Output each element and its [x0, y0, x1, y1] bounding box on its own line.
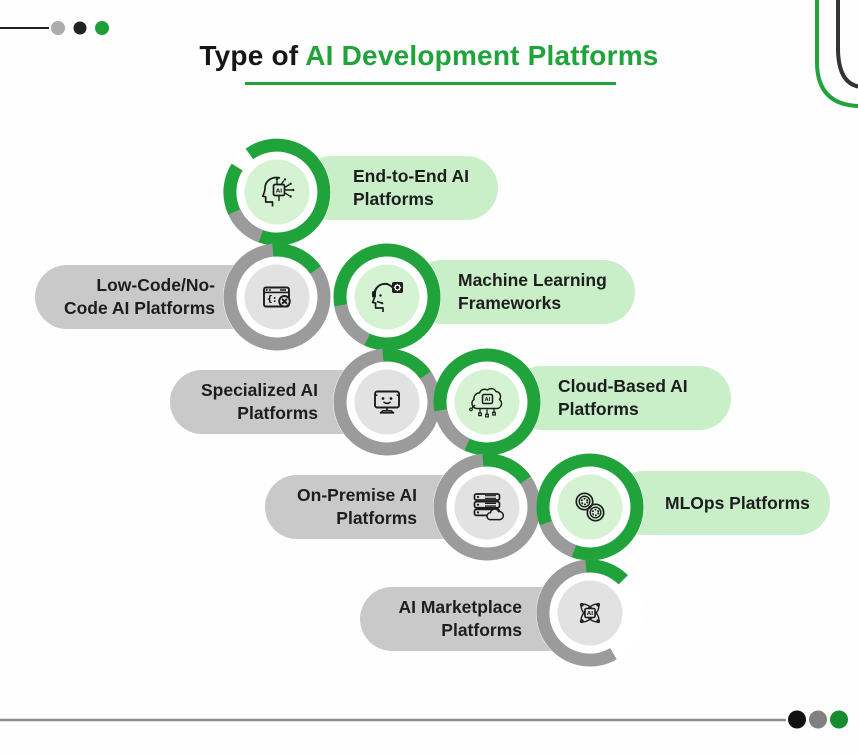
pill-label-line: AI Marketplace [398, 597, 522, 617]
pill-label-line: Platforms [558, 399, 639, 419]
pill-mlops-platforms: MLOps Platforms [612, 471, 830, 535]
ring-connector-segment [539, 520, 577, 558]
svg-text:AI: AI [276, 189, 282, 195]
pill-label-line: Platforms [336, 508, 417, 528]
pill-machine-learning-frameworks: Machine Learning Frameworks [410, 260, 635, 324]
bottom-dots-line [0, 710, 848, 729]
title-highlight: AI Development Platforms [305, 40, 659, 71]
pill-label-line: End-to-End AI [353, 166, 469, 186]
pill-label-line: Cloud-Based AI [558, 376, 688, 396]
pill-label-line: Specialized AI [200, 380, 318, 400]
page-title: Type of AI Development Platforms [0, 40, 858, 72]
ring-connector-segment [228, 208, 264, 243]
pill-label-line: Platforms [353, 189, 434, 209]
pill-end-to-end-ai-platforms: End-to-End AI Platforms [300, 156, 498, 220]
pill-on-premise-ai-platforms: On-Premise AI Platforms [265, 475, 515, 539]
pill-label-line: On-Premise AI [297, 485, 417, 505]
pill-cloud-based-ai-platforms: Cloud-Based AI Platforms [510, 366, 731, 430]
ring-connector-segment [434, 408, 471, 451]
title-underline [245, 82, 616, 85]
head-gear-icon [371, 282, 403, 312]
pill-label-line: Low-Code/No- [96, 275, 215, 295]
svg-text:AI: AI [485, 397, 491, 403]
cloud-ai-icon: AI [469, 387, 503, 418]
head-chip-icon: AI [261, 176, 295, 207]
infinity-gears-icon [575, 492, 605, 522]
pill-specialized-ai-platforms: Specialized AI Platforms [170, 370, 415, 434]
title-prefix: Type of [199, 40, 299, 71]
pill-label-line: Code AI Platforms [63, 298, 215, 318]
pill-label-line: Platforms [441, 620, 522, 640]
pill-ai-marketplace-platforms: AI Marketplace Platforms [360, 587, 618, 651]
pill-label-line: MLOps Platforms [665, 492, 810, 513]
pill-low-code-no-code-ai-platforms: Low-Code/No- Code AI Platforms [35, 265, 303, 329]
pill-label-line: Frameworks [458, 293, 562, 313]
pill-label-line: Machine Learning [458, 270, 607, 290]
ring-connector-segment [334, 303, 371, 346]
pill-label-line: Platforms [237, 403, 318, 423]
ring-connector-segment [585, 559, 628, 585]
top-left-dots-line [0, 21, 109, 35]
